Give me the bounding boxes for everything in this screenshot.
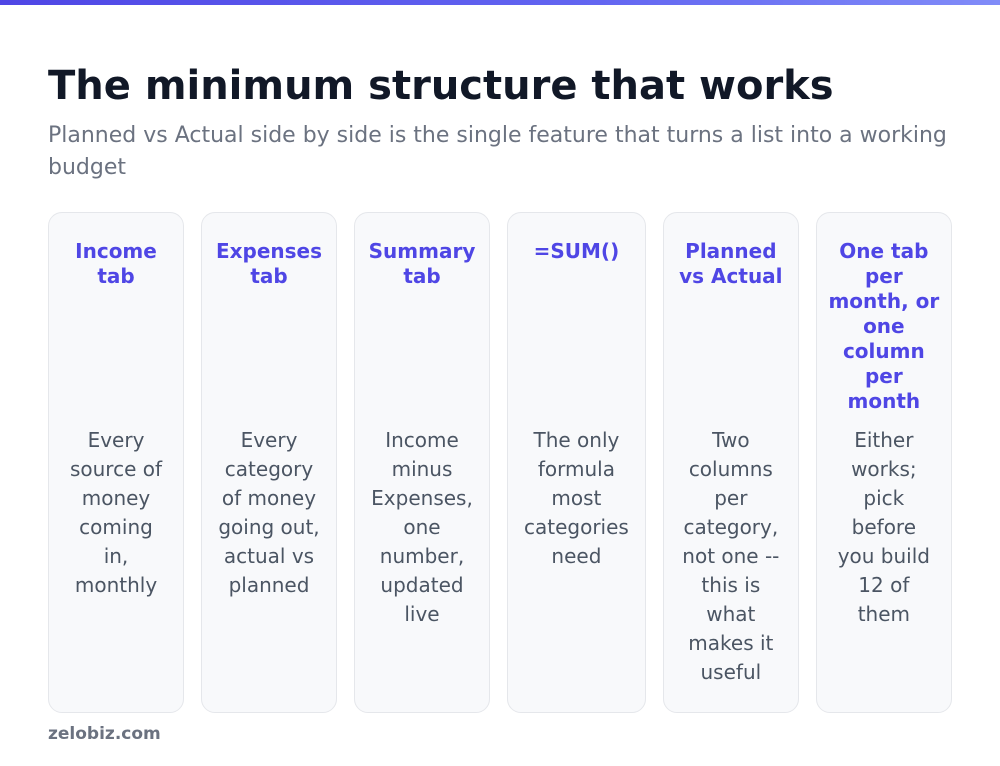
page-subtitle: Planned vs Actual side by side is the si… [48,123,947,180]
page-title: The minimum structure that works [48,63,834,109]
card-title: Expenses tab [215,239,323,288]
card-planned-vs-actual: Planned vs Actual Two columns per catego… [662,212,799,713]
card-title: One tab per month, or one column per mon… [828,239,940,413]
footer-brand: zelobiz.com [48,724,161,744]
card-expenses-tab: Expenses tab Every category of money goi… [201,212,337,713]
card-sum-formula: =SUM() The only formula most categories … [507,212,646,713]
card-description: The only formula most categories need [524,428,629,568]
card-income-tab: Income tab Every source of money coming … [48,212,184,713]
card-title: Planned vs Actual [679,239,783,288]
card-description: Either works; pick before you build 12 o… [837,428,930,626]
card-title: =SUM() [533,239,620,263]
card-title: Income tab [75,239,157,288]
card-summary-tab: Summary tab Income minus Expenses, one n… [354,212,490,713]
card-description: Every category of money going out, actua… [218,428,320,597]
top-accent-bar [0,0,1000,5]
card-description: Every source of money coming in, monthly [69,428,163,597]
card-per-month-layout: One tab per month, or one column per mon… [815,212,952,713]
card-description: Two columns per category, not one -- thi… [682,428,780,684]
card-description: Income minus Expenses, one number, updat… [371,428,473,626]
card-title: Summary tab [368,239,476,288]
card-row: Income tab Every source of money coming … [48,212,952,713]
